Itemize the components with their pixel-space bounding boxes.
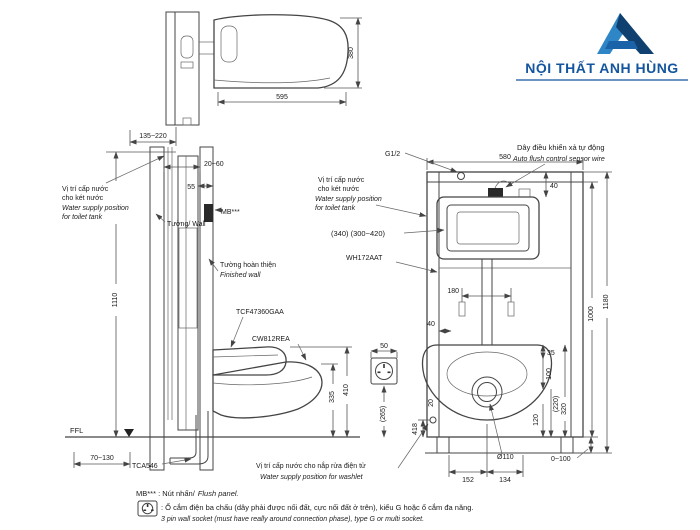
dim-1000-label: 1000 [588,306,595,322]
dim-380-label: 380 [348,47,355,59]
dim-410-label: 410 [343,384,350,396]
g12-label: G1/2 [385,151,400,158]
supply-front-label-vi-1: Vị trí cấp nước [318,175,365,184]
ffl-marker [124,429,134,437]
bowl-side-profile [212,361,323,419]
socket-note-vi: : Ổ cắm điện ba chấu (dây phải được nối … [161,503,474,512]
socket-icon [137,500,158,517]
dim-1180-label: 1180 [603,294,610,309]
inspection-window [446,204,530,252]
logo-a-crossbar [605,41,638,49]
plate-fitting [180,35,194,59]
dim-320-label: 320 [561,403,568,415]
dim-0-100-label: 0~100 [551,456,571,463]
model-tcf-label: TCF47360GAA [236,309,284,316]
concealed-tank [436,196,540,260]
company-name: NỘI THẤT ANH HÙNG [525,59,678,76]
dim-595-label: 595 [276,94,288,101]
supply-front-label-vi-2: cho két nước [318,186,360,193]
flush-panel-side [204,204,213,222]
model-wh-label: WH172AAT [346,255,383,262]
drain-outer [471,376,503,408]
lid-hinge [220,25,238,63]
frame-side [177,155,199,431]
washlet-supply-point [429,416,437,424]
washlet-side-profile [212,346,287,376]
finished-wall-label-vi: Tường hoàn thiện [220,262,276,269]
frame-foot-left [436,436,450,454]
bowl-front-outline [421,344,553,421]
ffl-label: FFL [70,426,83,435]
dim-180-label: 180 [447,288,459,295]
supply-tank-label-en-2: for toilet tank [62,214,103,221]
sensor-box [488,188,503,197]
dim-50-label: 50 [380,343,388,350]
washlet-supply-label-vi: Vị trí cấp nước cho nắp rửa điện tử [256,461,366,470]
install-frame [426,171,584,438]
tank-side [178,227,198,329]
supply-tank-label-en-1: Water supply position [62,205,129,212]
notes: MB*** : Nút nhấn/Flush panel. : Ổ cắm đi… [136,489,474,523]
flush-panel-front [456,211,520,245]
finished-wall-section [199,146,214,471]
lid-side-view: 380 595 135~220 [129,11,362,146]
sensor-wire-label-vi: Dây điều khiển xả tự động [517,143,605,152]
dim-265-label: (265) [380,406,387,422]
toilet-lid-profile [213,14,349,89]
dim-340-label: (340) (300~420) [331,229,385,238]
dim-d110-label: Ø110 [497,454,514,461]
model-cw-label: CW812REA [252,336,290,343]
plate-detail [180,61,194,69]
dim-135-220-label: 135~220 [139,133,167,140]
dim-580-label: 580 [499,154,511,161]
dim-35-label: 35 [547,350,555,357]
dim-220-label: (220) [553,396,560,412]
wall-label: Tường/ Wall [167,221,206,228]
g12-connection [457,172,465,180]
company-logo: NỘI THẤT ANH HÙNG [516,13,688,81]
drain-inner [477,382,497,402]
logo-a-right [616,13,654,54]
dim-55-label: 55 [187,184,195,191]
supply-tank-label-vi-2: cho két nước [62,195,104,202]
dim-100-label: 100 [546,368,553,380]
dim-134-label: 134 [499,477,511,484]
supply-valve [518,188,531,198]
socket-note-en: 3 pin wall socket (must have really arou… [161,516,424,523]
hanger-stud-right [507,301,515,317]
dim-1110-label: 1110 [112,293,119,308]
mb-note-en: Flush panel. [198,489,239,498]
model-tca-label: TCA546 [132,463,158,470]
mb-note-vi: MB*** : Nút nhấn/ [136,489,196,498]
washlet-supply-label-en: Water supply position for washlet [260,474,364,481]
bowl-rim [446,351,528,397]
dim-20-label: 20 [428,399,435,407]
finished-wall-label-en: Finished wall [220,272,261,279]
dim-120-label: 120 [533,414,540,426]
wall-hatch-top [165,11,176,126]
sensor-wire-label-en: Auto flush control sensor wire [512,156,605,163]
front-elevation: 580 40 G1/2 Dây điều khiển xả tự động Au… [256,143,612,484]
dim-418-label: 418 [412,423,419,435]
hanger-stud-left [458,301,466,317]
supply-front-label-en-2: for toilet tank [315,205,356,212]
supply-front-label-en-1: Water supply position [315,196,382,203]
dim-152-label: 152 [462,477,474,484]
mb-label: MB*** [221,209,240,216]
dim-335-label: 335 [329,391,336,403]
dim-40-top-label: 40 [550,183,558,190]
wall-socket-symbol [370,357,398,385]
plate-foot [182,117,192,126]
side-elevation: 20~60 55 1110 Vị trí cấp nước cho két nư… [62,146,360,471]
mb-note: MB*** : Nút nhấn/Flush panel. [136,489,239,498]
dim-20-60-label: 20~60 [204,161,224,168]
supply-tank-label-vi-1: Vị trí cấp nước [62,184,109,193]
wall-section [149,146,165,471]
frame-foot-right [560,436,574,454]
dim-40-inner-label: 40 [427,321,435,328]
dim-70-130-label: 70~130 [90,455,114,462]
mounting-plate [174,11,200,126]
